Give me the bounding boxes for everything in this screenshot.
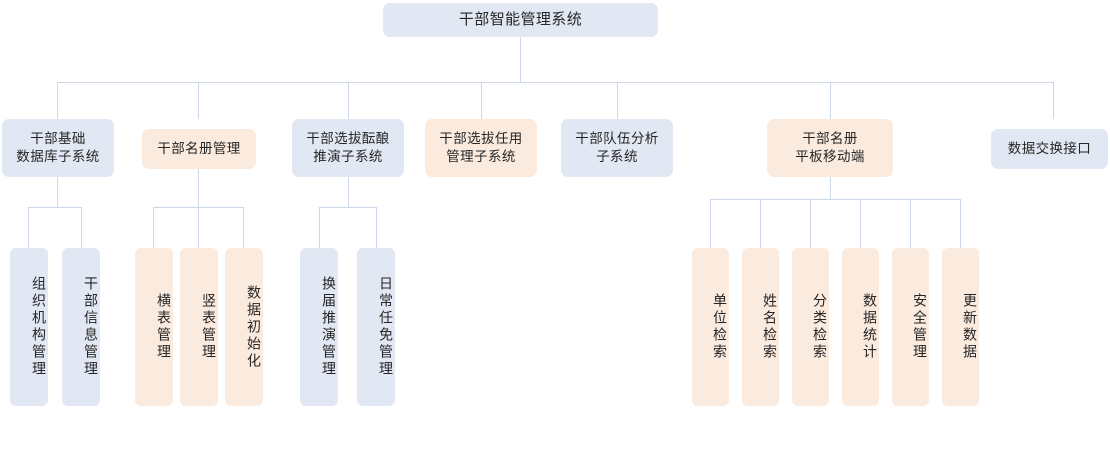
node-l2-1-line1: 干部基础 — [30, 131, 86, 147]
connector-drop-mobile-1 — [710, 199, 711, 248]
node-name-search[interactable]: 姓名检索 — [742, 248, 779, 406]
node-l2-3-line1: 干部选拔酝酿 — [306, 131, 390, 147]
connector-drop-l2-5 — [617, 82, 618, 119]
node-l2-2-line1: 干部名册管理 — [157, 141, 241, 157]
node-l2-3-line2: 推演子系统 — [313, 149, 383, 164]
connector-drop-l2-4 — [481, 82, 482, 119]
node-cadre-info-management[interactable]: 干部信息管理 — [62, 248, 100, 406]
leaf-label-daily-appointment: 日常任免管理 — [378, 276, 394, 378]
node-data-exchange-interface[interactable]: 数据交换接口 — [991, 129, 1108, 169]
connector-drop-l2-2 — [198, 82, 199, 119]
node-category-search[interactable]: 分类检索 — [792, 248, 829, 406]
connector-drop-l2-6 — [830, 82, 831, 119]
connector-bus-group-db — [28, 207, 82, 208]
connector-stem-group-mobile — [830, 177, 831, 199]
node-term-change-deduction-management[interactable]: 换届推演管理 — [300, 248, 338, 406]
node-data-statistics[interactable]: 数据统计 — [842, 248, 879, 406]
node-vertical-table-management[interactable]: 竖表管理 — [180, 248, 218, 406]
leaf-label-data-statistics: 数据统计 — [862, 293, 878, 361]
connector-drop-mobile-2 — [760, 199, 761, 248]
leaf-label-security-management: 安全管理 — [912, 293, 928, 361]
node-l2-6-line1: 干部名册 — [802, 131, 858, 147]
connector-drop-selection-1 — [319, 207, 320, 248]
leaf-label-cadre-info: 干部信息管理 — [83, 276, 99, 378]
node-root-system[interactable]: 干部智能管理系统 — [383, 3, 658, 37]
connector-drop-mobile-5 — [910, 199, 911, 248]
connector-drop-roster-1 — [153, 207, 154, 248]
node-root-label: 干部智能管理系统 — [458, 11, 583, 29]
node-cadre-basic-database-subsystem[interactable]: 干部基础 数据库子系统 — [2, 119, 114, 177]
node-org-structure-management[interactable]: 组织机构管理 — [10, 248, 48, 406]
connector-drop-l2-3 — [348, 82, 349, 119]
connector-drop-db-1 — [28, 207, 29, 248]
node-l2-5-line2: 子系统 — [596, 149, 638, 164]
connector-bus-group-selection — [319, 207, 377, 208]
node-security-management[interactable]: 安全管理 — [892, 248, 929, 406]
connector-drop-mobile-6 — [960, 199, 961, 248]
connector-drop-l2-7 — [1053, 82, 1054, 119]
connector-drop-roster-3 — [243, 207, 244, 248]
node-l2-5-line1: 干部队伍分析 — [575, 131, 659, 147]
connector-drop-roster-2 — [198, 207, 199, 248]
leaf-label-update-data: 更新数据 — [962, 293, 978, 361]
leaf-label-vertical-table: 竖表管理 — [201, 293, 217, 361]
node-cadre-team-analysis-subsystem[interactable]: 干部队伍分析 子系统 — [561, 119, 673, 177]
leaf-label-data-initialization: 数据初始化 — [246, 284, 262, 370]
connector-stem-group-db — [57, 177, 58, 207]
node-l2-6-line2: 平板移动端 — [795, 149, 865, 164]
node-cadre-selection-deliberation-subsystem[interactable]: 干部选拔酝酿 推演子系统 — [292, 119, 404, 177]
node-cadre-appointment-management-subsystem[interactable]: 干部选拔任用 管理子系统 — [425, 119, 537, 177]
connector-bus-group-mobile — [710, 199, 961, 200]
node-unit-search[interactable]: 单位检索 — [692, 248, 729, 406]
leaf-label-unit-search: 单位检索 — [712, 293, 728, 361]
node-update-data[interactable]: 更新数据 — [942, 248, 979, 406]
leaf-label-horizontal-table: 横表管理 — [156, 293, 172, 361]
connector-main-bus — [57, 82, 1054, 83]
node-data-initialization[interactable]: 数据初始化 — [225, 248, 263, 406]
node-l2-4-line1: 干部选拔任用 — [439, 131, 523, 147]
connector-drop-mobile-4 — [860, 199, 861, 248]
node-horizontal-table-management[interactable]: 横表管理 — [135, 248, 173, 406]
node-l2-7-line1: 数据交换接口 — [1007, 141, 1092, 157]
leaf-label-term-change: 换届推演管理 — [321, 276, 337, 378]
node-l2-4-line2: 管理子系统 — [446, 149, 516, 164]
connector-drop-mobile-3 — [810, 199, 811, 248]
connector-drop-selection-2 — [376, 207, 377, 248]
connector-drop-l2-1 — [57, 82, 58, 119]
leaf-label-name-search: 姓名检索 — [762, 293, 778, 361]
node-daily-appointment-removal-management[interactable]: 日常任免管理 — [357, 248, 395, 406]
node-cadre-roster-tablet-mobile[interactable]: 干部名册 平板移动端 — [767, 119, 893, 177]
connector-stem-group-roster — [198, 169, 199, 207]
node-l2-1-line2: 数据库子系统 — [16, 149, 100, 164]
node-cadre-roster-management[interactable]: 干部名册管理 — [142, 129, 256, 169]
leaf-label-org-structure: 组织机构管理 — [31, 276, 47, 378]
connector-drop-db-2 — [81, 207, 82, 248]
connector-root-stem — [520, 37, 521, 82]
connector-stem-group-selection — [348, 177, 349, 207]
leaf-label-category-search: 分类检索 — [812, 293, 828, 361]
